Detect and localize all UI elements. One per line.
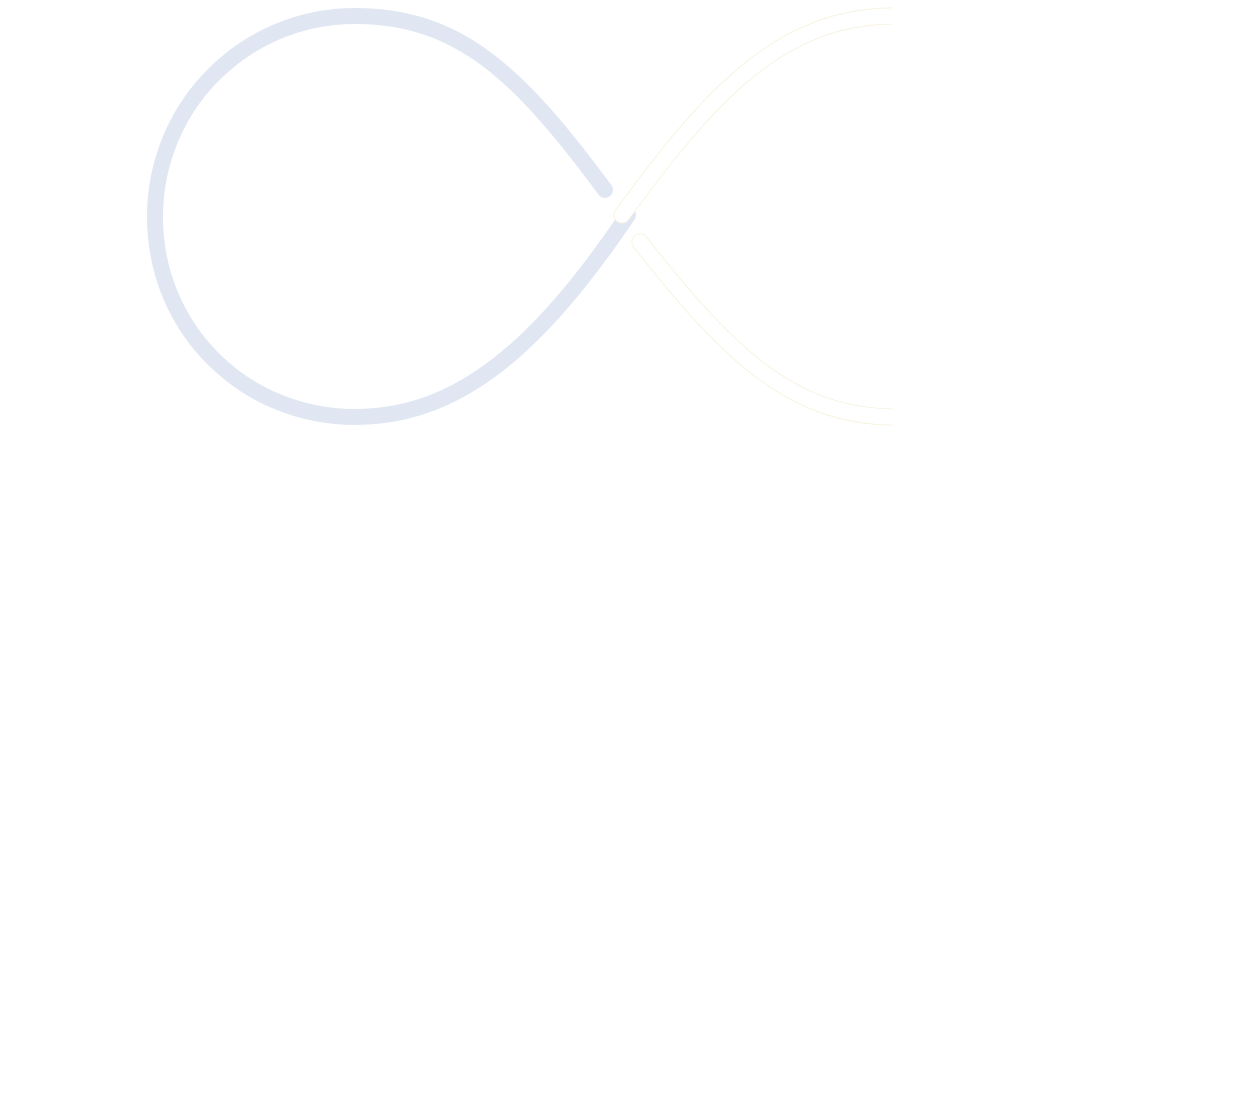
loader-active-top — [614, 8, 892, 223]
loader-track-left-loop — [146, 7, 636, 426]
loader-active-outline-bottom — [631, 233, 892, 426]
loader-active-outline-top — [613, 7, 892, 224]
loader-active-bottom — [632, 234, 892, 425]
